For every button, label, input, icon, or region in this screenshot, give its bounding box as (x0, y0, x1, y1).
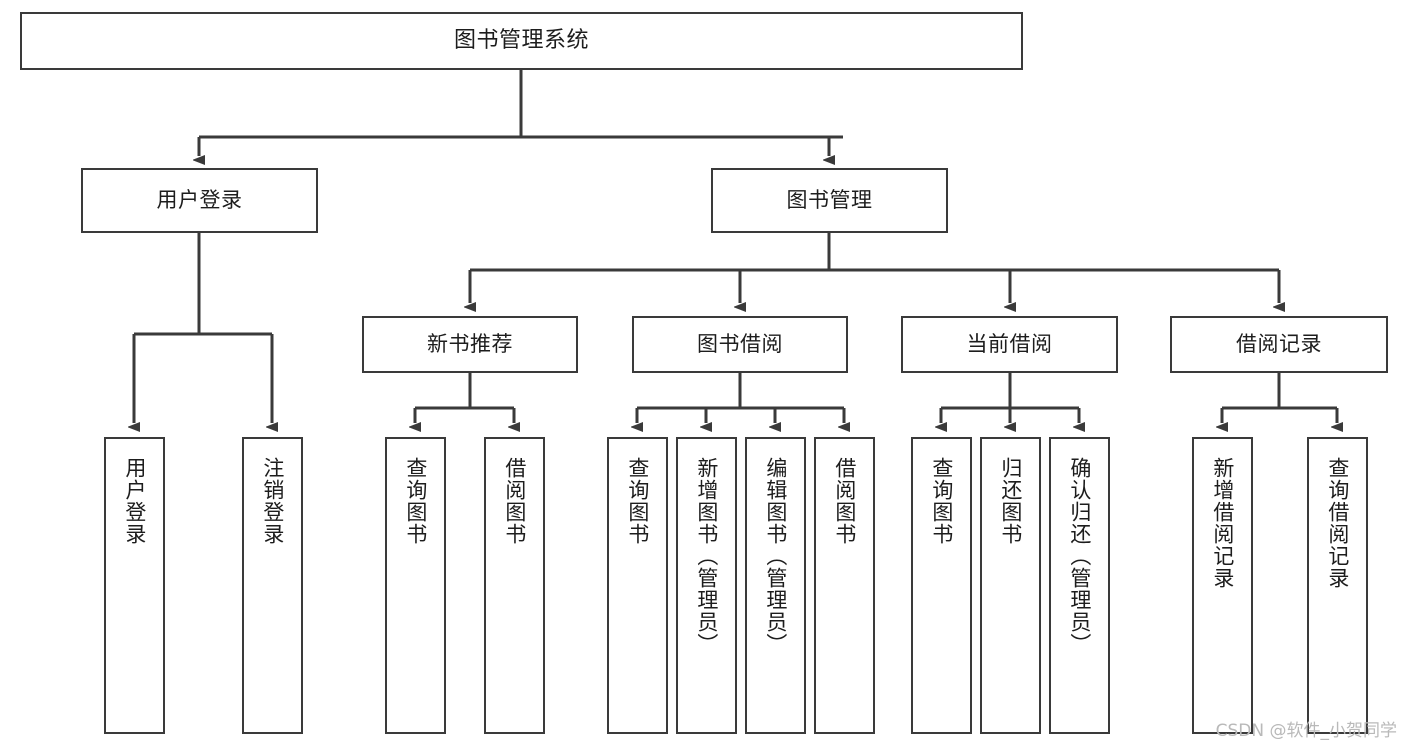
node-new-book-recommend[interactable]: 新书推荐 (362, 316, 578, 373)
node-book-management[interactable]: 图书管理 (711, 168, 948, 233)
leaf-record-query-record[interactable]: 查询借阅记录 (1307, 437, 1368, 734)
leaf-borrow-edit-book-admin[interactable]: 编辑图书（管理员） (745, 437, 806, 734)
leaf-borrow-edit-book-admin-label: 编辑图书（管理员） (763, 457, 788, 655)
leaf-recommend-query-book[interactable]: 查询图书 (385, 437, 446, 734)
leaf-user-login-logout-label: 注销登录 (260, 457, 285, 545)
node-book-borrow[interactable]: 图书借阅 (632, 316, 848, 373)
leaf-user-login-login[interactable]: 用户登录 (104, 437, 165, 734)
node-book-management-label: 图书管理 (786, 188, 873, 213)
node-current-borrow-label: 当前借阅 (966, 332, 1053, 357)
leaf-current-confirm-return-admin-label: 确认归还（管理员） (1067, 457, 1092, 655)
node-book-borrow-label: 图书借阅 (697, 332, 783, 357)
node-current-borrow[interactable]: 当前借阅 (901, 316, 1118, 373)
watermark-text: CSDN @软件_小贺同学 (1215, 721, 1397, 741)
leaf-borrow-borrow-book-label: 借阅图书 (832, 457, 857, 545)
leaf-current-return-book-label: 归还图书 (998, 457, 1023, 545)
node-borrow-record-label: 借阅记录 (1236, 332, 1322, 357)
leaf-record-add-record-label: 新增借阅记录 (1210, 457, 1235, 589)
leaf-record-add-record[interactable]: 新增借阅记录 (1192, 437, 1253, 734)
leaf-recommend-borrow-book-label: 借阅图书 (502, 457, 527, 545)
node-root-system-label: 图书管理系统 (453, 28, 589, 54)
node-user-login-label: 用户登录 (156, 188, 243, 213)
leaf-borrow-add-book-admin-label: 新增图书（管理员） (694, 457, 719, 655)
leaf-user-login-login-label: 用户登录 (122, 457, 147, 545)
leaf-recommend-query-book-label: 查询图书 (403, 457, 428, 545)
node-user-login[interactable]: 用户登录 (81, 168, 318, 233)
leaf-record-query-record-label: 查询借阅记录 (1325, 457, 1350, 589)
leaf-current-return-book[interactable]: 归还图书 (980, 437, 1041, 734)
leaf-current-query-book[interactable]: 查询图书 (911, 437, 972, 734)
leaf-current-query-book-label: 查询图书 (929, 457, 954, 545)
leaf-borrow-borrow-book[interactable]: 借阅图书 (814, 437, 875, 734)
leaf-borrow-query-book[interactable]: 查询图书 (607, 437, 668, 734)
leaf-borrow-add-book-admin[interactable]: 新增图书（管理员） (676, 437, 737, 734)
node-new-book-recommend-label: 新书推荐 (427, 332, 513, 357)
leaf-user-login-logout[interactable]: 注销登录 (242, 437, 303, 734)
node-borrow-record[interactable]: 借阅记录 (1170, 316, 1388, 373)
node-root-system[interactable]: 图书管理系统 (20, 12, 1023, 70)
leaf-recommend-borrow-book[interactable]: 借阅图书 (484, 437, 545, 734)
leaf-borrow-query-book-label: 查询图书 (625, 457, 650, 545)
leaf-current-confirm-return-admin[interactable]: 确认归还（管理员） (1049, 437, 1110, 734)
